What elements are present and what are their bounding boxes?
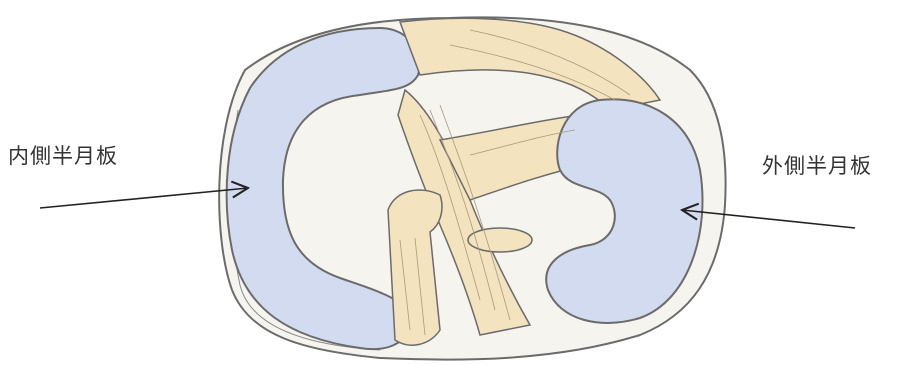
oval-bundle — [468, 228, 532, 252]
lateral-meniscus-label: 外側半月板 — [762, 150, 872, 180]
medial-arrow — [40, 188, 248, 208]
tendon-stump — [388, 190, 442, 345]
medial-meniscus-label: 内側半月板 — [8, 140, 118, 170]
